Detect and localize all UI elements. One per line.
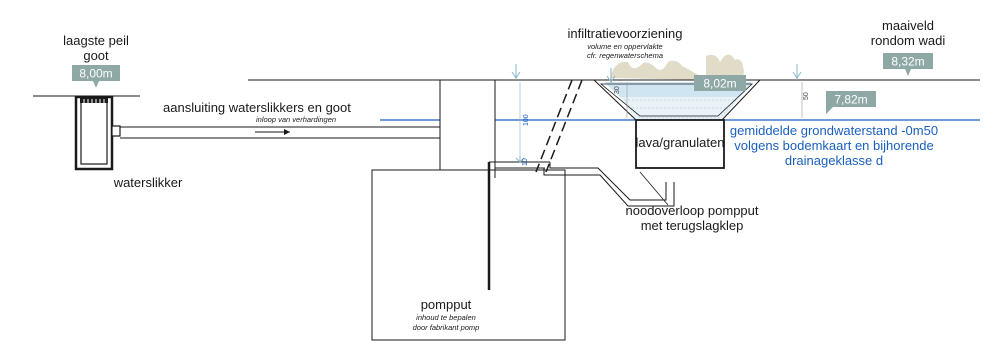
label-noodoverloop-1: noodoverloop pompput (626, 203, 759, 218)
pompput-box (371, 169, 566, 341)
wadi-basin (592, 54, 762, 169)
flow-arrow-icon (255, 129, 290, 135)
noodoverloop-pipe (543, 162, 675, 207)
waterslikker-unit (74, 95, 121, 171)
label-laagste-peil: laagste peil (63, 33, 129, 48)
level-badge-wadi-water: 8,02m (694, 75, 746, 91)
dim-groundwater-offset: 50 (803, 92, 810, 100)
dim-small-gap: 10 (522, 158, 529, 166)
level-badge-maaiveld: 8,32m (883, 53, 933, 76)
level-badge-goot: 8,00m (72, 65, 120, 88)
noodoverloop-leader (639, 171, 669, 206)
label-grondwater-1: gemiddelde grondwaterstand -0m50 (730, 123, 938, 138)
level-badge-grondwater: 7,82m (826, 91, 876, 114)
label-infiltratie-sub1: volume en oppervlakte (587, 42, 662, 51)
label-aansluiting: aansluiting waterslikkers en goot (163, 100, 351, 115)
level-maaiveld-text: 8,32m (891, 55, 924, 69)
dim-wadi-depth: 30 (614, 86, 621, 94)
label-pompput-sub1: inhoud te bepalen (416, 313, 476, 322)
label-waterslikker: waterslikker (113, 175, 183, 190)
label-infiltratie: infiltratievoorziening (568, 26, 683, 41)
label-grondwater-2: volgens bodemkaart en bijhorende (734, 138, 933, 153)
label-lava: lava/granulaten (636, 135, 725, 150)
level-goot-text: 8,00m (79, 67, 112, 81)
level-wadi-water-text: 8,02m (703, 77, 736, 91)
label-noodoverloop-2: met terugslagklep (641, 218, 744, 233)
level-grondwater-text: 7,82m (834, 93, 867, 107)
label-maaiveld: maaiveld (882, 18, 934, 33)
label-infiltratie-sub2: cfr. regenwaterschema (587, 51, 663, 60)
label-goot: goot (83, 48, 109, 63)
label-inloop: inloop van verhardingen (256, 115, 336, 124)
infiltration-boundary (535, 79, 583, 173)
dim-inlet-depth: 100 (523, 114, 530, 126)
label-rondom-wadi: rondom wadi (871, 33, 946, 48)
level-marker-icon (511, 64, 802, 163)
aansluiting-pipe (120, 126, 440, 139)
chamber-box (439, 79, 496, 171)
label-pompput: pompput (421, 297, 472, 312)
label-pompput-sub2: door fabrikant pomp (413, 323, 480, 332)
label-grondwater-3: drainageklasse d (785, 153, 883, 168)
